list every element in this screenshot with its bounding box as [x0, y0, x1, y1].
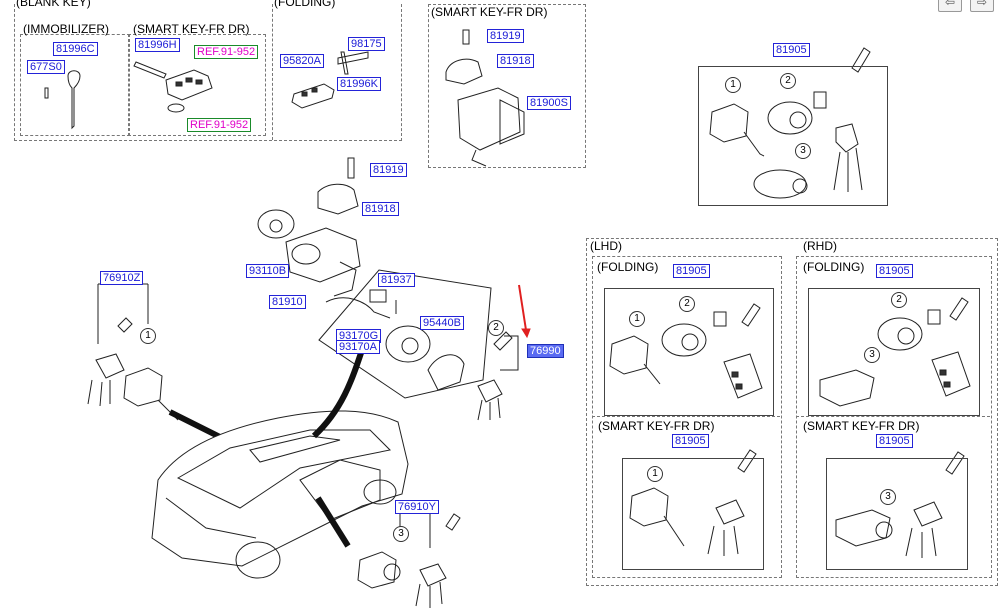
callout-line-back-door	[315, 496, 351, 548]
smart-key-fr-dr-frame	[128, 34, 266, 136]
lhd-folding-lock-set-illustration	[609, 303, 763, 399]
part-81919-center[interactable]: 81919	[370, 163, 407, 177]
part-76910Z[interactable]: 76910Z	[100, 271, 144, 285]
callout-arrowhead	[521, 328, 531, 339]
part-81937[interactable]: 81937	[378, 273, 415, 287]
ref-91-952-bottom[interactable]: REF.91-952	[187, 118, 252, 132]
rhd-smart-set-frame	[826, 458, 968, 570]
part-81905-top[interactable]: 81905	[773, 43, 810, 57]
rhd-title: (RHD)	[803, 239, 837, 253]
rhd-folding-set-frame	[808, 288, 980, 416]
part-81905-rhd-smart[interactable]: 81905	[876, 434, 913, 448]
door-lock-illustration-left	[87, 283, 252, 455]
folding-title: (FOLDING)	[274, 0, 336, 9]
smart-key-fob-illustration	[133, 61, 213, 113]
item-number-2: 2	[488, 320, 504, 336]
part-81996K[interactable]: 81996K	[337, 77, 381, 91]
lhd-frame	[592, 256, 782, 578]
arrow-left-icon[interactable]: ⇦	[938, 0, 962, 12]
part-81905-rhd-folding[interactable]: 81905	[876, 264, 913, 278]
rhd-smart-key-title: (SMART KEY-FR DR)	[803, 419, 920, 433]
part-81900S[interactable]: 81900S	[527, 96, 571, 110]
top-right-lock-set-frame	[698, 66, 888, 206]
item-number-2: 2	[780, 73, 796, 89]
lock-set-illustration-top	[709, 47, 871, 199]
rhd-folding-lock-set-illustration	[819, 297, 971, 407]
item-number-3: 3	[393, 526, 409, 542]
ref-91-952-top[interactable]: REF.91-952	[194, 45, 259, 59]
right-panel-frame	[586, 238, 998, 586]
item-number-1: 1	[140, 328, 156, 344]
blank-key-title: (BLANK KEY)	[16, 0, 91, 9]
ignition-lock-illustration	[257, 157, 361, 297]
part-95440B[interactable]: 95440B	[420, 316, 464, 330]
item-number-2: 2	[679, 296, 695, 312]
part-81918-top[interactable]: 81918	[497, 54, 534, 68]
item-number-2: 2	[891, 292, 907, 308]
part-76910Y[interactable]: 76910Y	[395, 500, 439, 514]
smart-key-lock-illustration	[445, 29, 525, 167]
callout-arrow	[518, 284, 527, 331]
folding-key-illustration	[291, 51, 369, 109]
lhd-folding-title: (FOLDING)	[597, 260, 659, 274]
part-81996H[interactable]: 81996H	[135, 38, 180, 52]
blank-key-frame	[14, 4, 402, 141]
door-lock-illustration-bottom	[357, 511, 461, 608]
rhd-smart-lock-set-illustration	[835, 451, 965, 558]
part-93170A[interactable]: 93170A	[336, 340, 380, 354]
part-81918-center[interactable]: 81918	[362, 202, 399, 216]
part-98175[interactable]: 98175	[348, 37, 385, 51]
part-81996C[interactable]: 81996C	[53, 42, 98, 56]
item-number-1: 1	[725, 77, 741, 93]
immobilizer-title: (IMMOBILIZER)	[23, 22, 109, 36]
item-number-3: 3	[880, 489, 896, 505]
item-number-3: 3	[795, 143, 811, 159]
lhd-folding-set-frame	[604, 288, 774, 416]
lhd-smart-set-frame	[622, 458, 764, 570]
part-81905-lhd-folding[interactable]: 81905	[673, 264, 710, 278]
lhd-smart-key-title: (SMART KEY-FR DR)	[598, 419, 715, 433]
callout-line-door	[311, 349, 365, 439]
rhd-frame	[796, 256, 992, 578]
rhd-folding-title: (FOLDING)	[803, 260, 865, 274]
smart-key-fr-dr-title: (SMART KEY-FR DR)	[133, 22, 250, 36]
key-reader-box-outline	[318, 269, 492, 399]
part-93110B[interactable]: 93110B	[246, 264, 290, 278]
car-illustration	[151, 410, 409, 579]
key-blank-illustration	[44, 70, 81, 130]
item-number-1: 1	[629, 311, 645, 327]
ignition-key-illustration-76990	[477, 331, 519, 421]
smart-key-module-title: (SMART KEY-FR DR)	[431, 5, 548, 19]
lhd-title: (LHD)	[590, 239, 622, 253]
part-81919-top[interactable]: 81919	[487, 29, 524, 43]
part-93170G[interactable]: 93170G	[336, 329, 382, 343]
immobilizer-frame	[20, 34, 130, 136]
lhd-smart-lock-set-illustration	[629, 449, 757, 556]
part-95820A[interactable]: 95820A	[280, 54, 324, 68]
rhd-divider	[796, 416, 990, 417]
part-81910[interactable]: 81910	[269, 295, 306, 309]
item-number-1: 1	[647, 466, 663, 482]
folding-frame	[272, 4, 273, 140]
item-number-3: 3	[864, 347, 880, 363]
smart-key-module-frame	[428, 4, 586, 168]
part-81905-lhd-smart[interactable]: 81905	[672, 434, 709, 448]
lhd-divider	[592, 416, 780, 417]
arrow-right-icon[interactable]: ⇨	[970, 0, 994, 12]
part-76990[interactable]: 76990	[527, 344, 564, 358]
part-677S0[interactable]: 677S0	[27, 60, 65, 74]
